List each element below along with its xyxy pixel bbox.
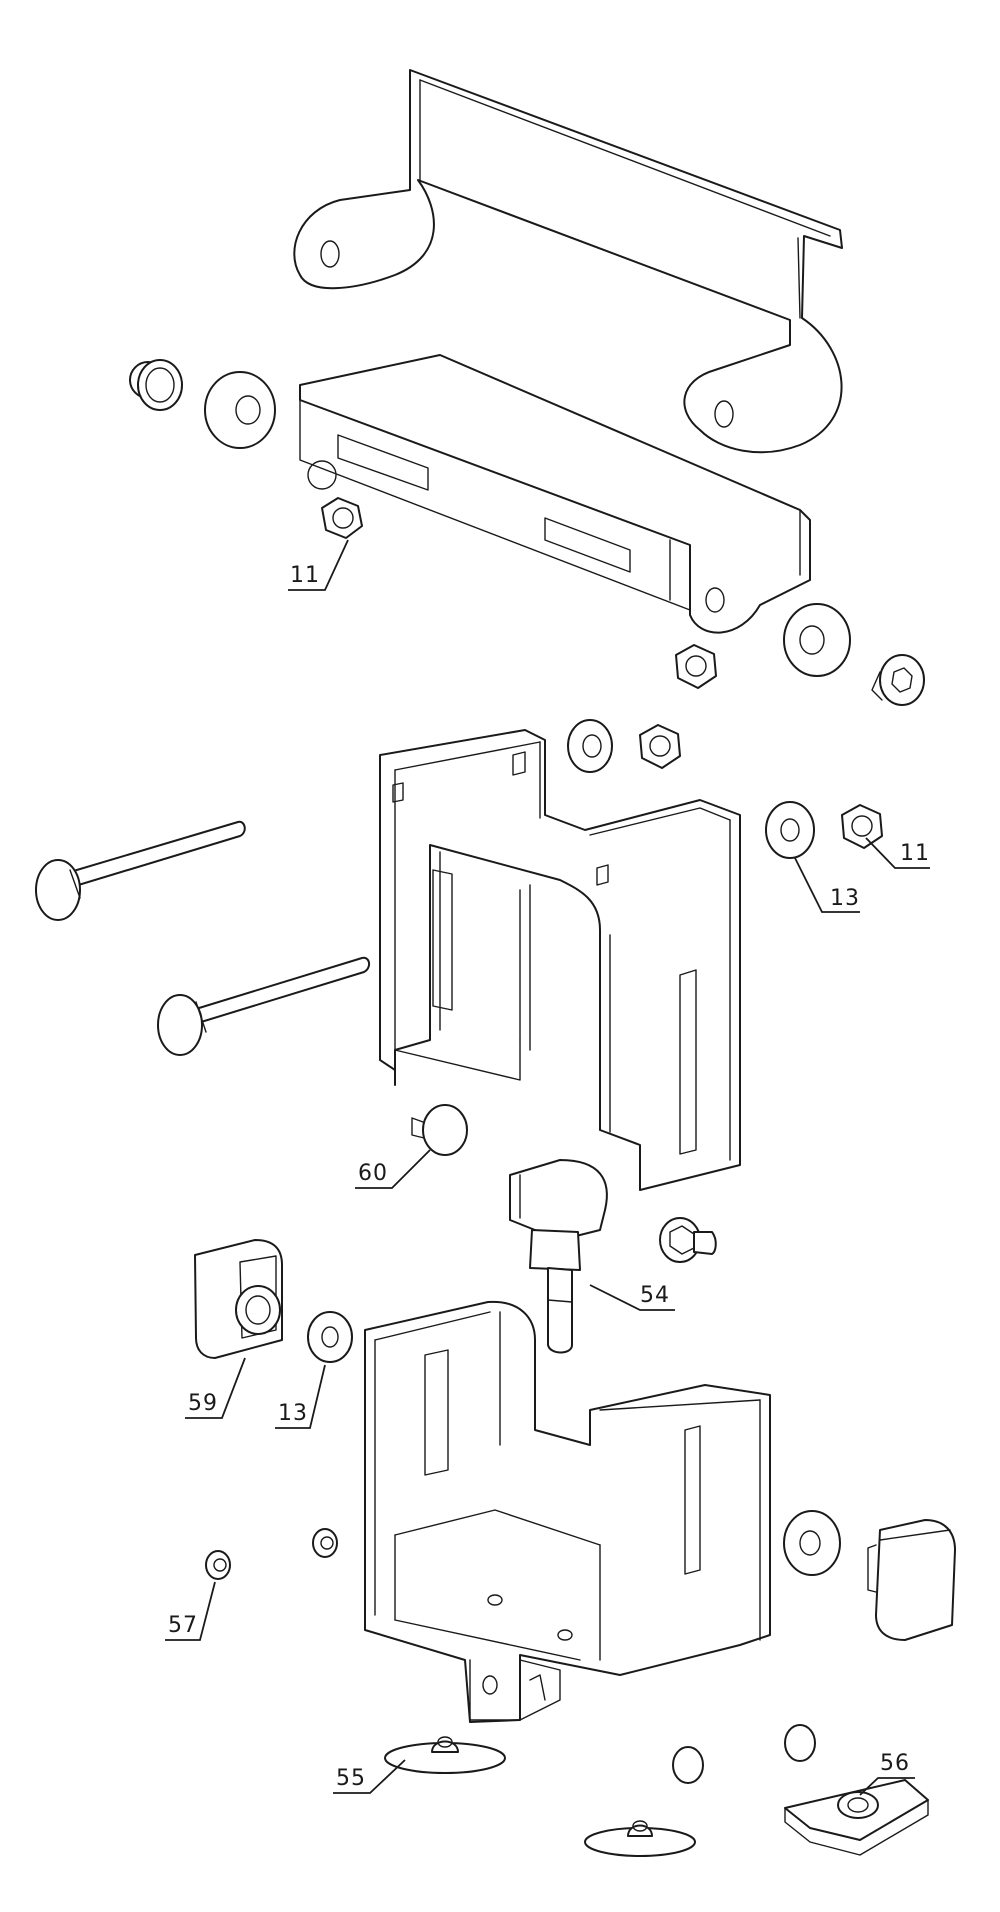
slotted-mounting-plate [299,354,811,634]
clip-56 [784,1779,929,1856]
plug-disc-1 [672,1746,704,1784]
knob-54 [509,1159,608,1354]
carriage-bolt-upper [35,820,246,921]
callout-56: 56 [859,1751,915,1796]
flange-bolt-left [129,359,183,411]
callout-label: 54 [640,1283,670,1308]
foot-lower [584,1820,696,1857]
callout-13-upper: 13 [794,857,860,913]
hex-nut-11-right [841,804,883,849]
hex-nut-11-top [321,497,363,539]
washer-mid-right [783,603,851,677]
plug-disc-2 [784,1724,816,1762]
callout-label: 55 [336,1766,366,1791]
callout-label: 13 [830,886,860,911]
rivet-60 [411,1104,468,1156]
callout-label: 56 [880,1751,910,1776]
lower-u-bracket [364,1300,771,1723]
callout-54: 54 [589,1283,675,1311]
washer-small-mid [567,719,613,773]
hex-nut-mid-2 [639,724,681,769]
callout-13-lower: 13 [275,1364,326,1429]
washer-lower-right [783,1510,841,1576]
callout-55: 55 [333,1759,406,1794]
hex-bolt-mid [659,1217,717,1263]
upper-u-bracket [379,729,741,1191]
washer-13-upper [765,801,815,859]
carriage-bolt-lower [157,956,370,1056]
top-handle-bracket [293,69,843,454]
washer-13-lower [307,1311,353,1363]
callout-57: 57 [165,1581,216,1641]
callout-label: 60 [358,1161,388,1186]
callout-11-right: 11 [865,837,930,869]
callout-label: 11 [900,841,930,866]
washer-top-left [204,371,276,449]
foot-55 [384,1736,506,1774]
hex-nut-small [312,1528,338,1558]
callout-label: 13 [278,1401,308,1426]
knob-lower-right [867,1519,956,1641]
callout-60: 60 [355,1149,431,1189]
knob-housing-59 [194,1239,283,1359]
socket-cap-bolt [871,654,925,706]
callout-11-top: 11 [288,539,349,591]
callout-label: 57 [168,1613,198,1638]
hex-nut-57 [205,1550,231,1580]
callout-label: 11 [290,563,320,588]
callout-label: 59 [188,1391,218,1416]
callout-59: 59 [185,1357,246,1419]
hex-nut-mid-1 [675,644,717,689]
